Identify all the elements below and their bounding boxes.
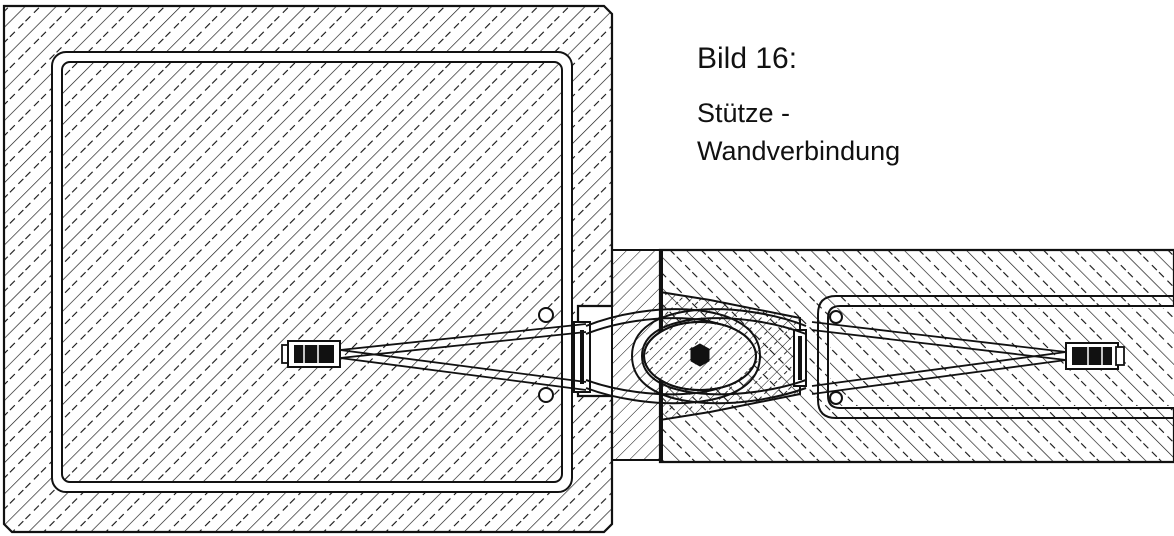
wall-stirrup xyxy=(817,295,1174,419)
figure-number: Bild 16: xyxy=(697,42,798,75)
wall-bar-top xyxy=(829,310,843,324)
rope-loop-connection xyxy=(339,308,1067,405)
wall-rope-ferrule xyxy=(1065,342,1125,370)
column-stirrup-inner xyxy=(61,61,563,483)
figure-title-line2: Wandverbindung xyxy=(697,136,901,166)
column-rope-ferrule xyxy=(281,340,341,368)
locking-bar xyxy=(690,343,710,367)
figure-title-line1: Stütze - xyxy=(697,98,791,128)
column-bar-top xyxy=(538,307,554,323)
loop-column-side xyxy=(585,308,762,405)
wall-bar-bottom xyxy=(829,391,843,405)
column-bar-bottom xyxy=(538,387,554,403)
column-section xyxy=(2,4,614,534)
loop-wall-side xyxy=(630,308,807,405)
